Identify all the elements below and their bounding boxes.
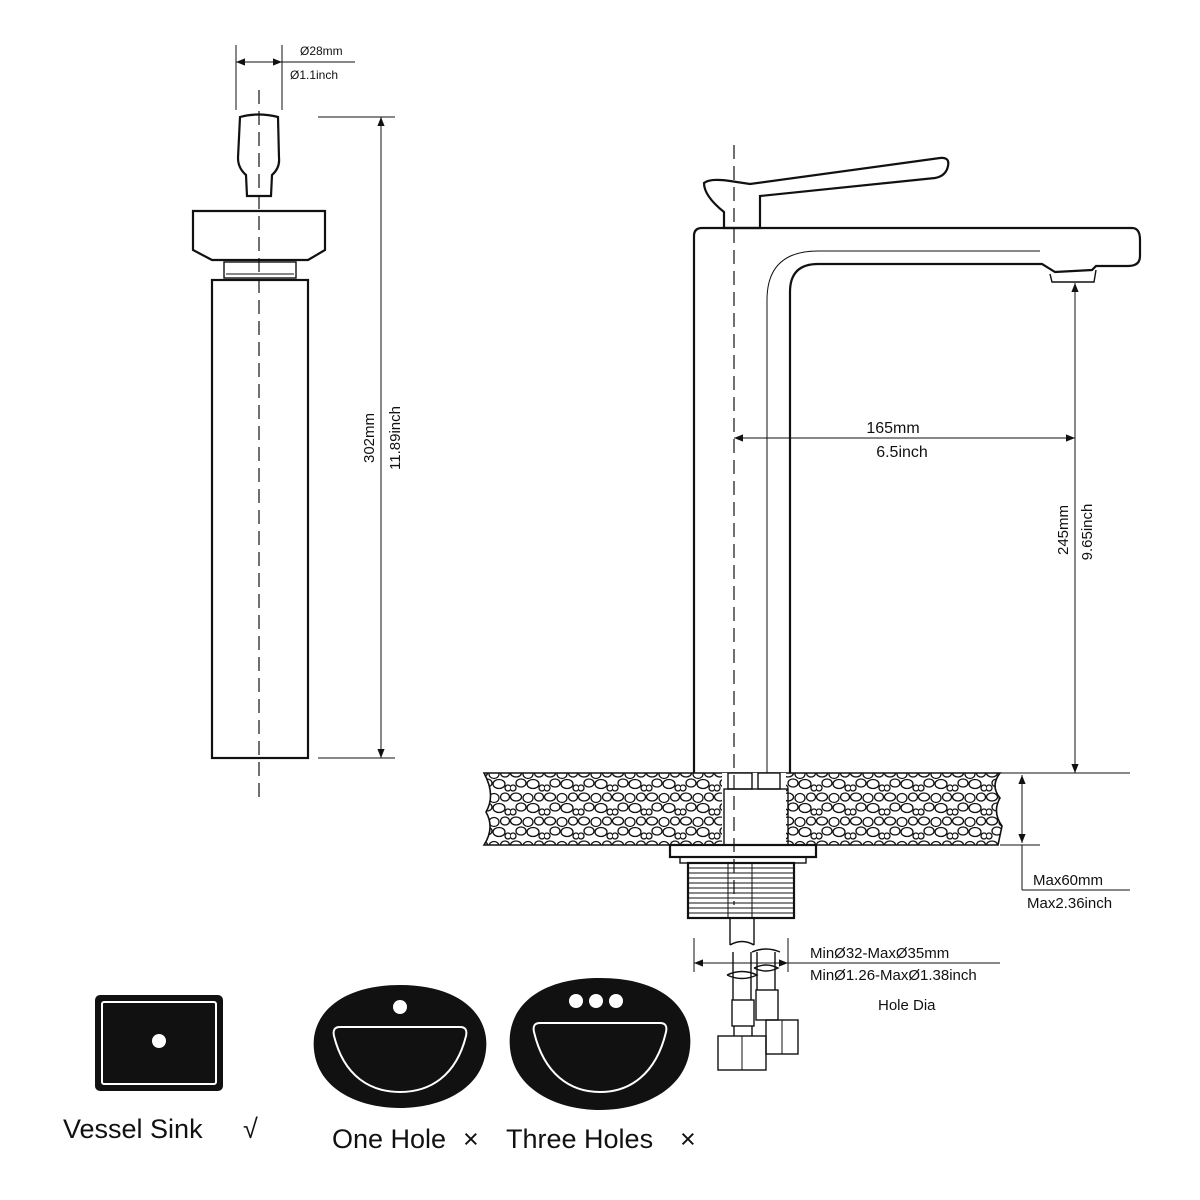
one-hole-sink-icon — [313, 985, 487, 1108]
front-aerator — [1049, 269, 1097, 283]
side-height-in: 11.89inch — [387, 406, 404, 470]
threaded-nut — [686, 861, 796, 920]
side-handle — [236, 113, 281, 198]
vessel-sink-label: Vessel Sink — [63, 1114, 203, 1144]
one-hole-mark: × — [463, 1124, 479, 1154]
hole-dia-label: Hole Dia — [878, 997, 936, 1014]
mount-plate — [668, 843, 818, 859]
front-body — [692, 226, 1142, 773]
side-width-in: Ø1.1inch — [290, 68, 338, 82]
hole-dia-mm: MinØ32-MaxØ35mm — [810, 945, 949, 962]
front-lever — [702, 156, 950, 230]
front-view: 165mm 6.5inch 245mm 9.65inch Max60mm Max… — [482, 145, 1142, 1071]
side-view: Ø28mm Ø1.1inch 302mm 11.89inch — [191, 44, 404, 800]
spout-height-in: 9.65inch — [1079, 504, 1096, 561]
side-cap — [191, 209, 327, 262]
vessel-sink-mark: √ — [243, 1114, 258, 1144]
sink-types: Vessel Sink √ One Hole × Three Holes × — [63, 978, 696, 1154]
side-body — [210, 278, 310, 760]
reach-in: 6.5inch — [876, 444, 928, 461]
deck-thickness-mm: Max60mm — [1033, 872, 1103, 889]
side-ring — [223, 261, 297, 279]
deck-thickness-in: Max2.36inch — [1027, 895, 1112, 912]
three-holes-label: Three Holes — [506, 1124, 653, 1154]
reach-mm: 165mm — [866, 420, 919, 437]
hole-dia-in: MinØ1.26-MaxØ1.38inch — [810, 967, 977, 984]
spout-height-mm: 245mm — [1055, 505, 1072, 555]
one-hole-label: One Hole — [332, 1124, 446, 1154]
vessel-sink-icon — [95, 995, 223, 1091]
three-hole-sink-icon — [509, 978, 691, 1110]
three-holes-mark: × — [680, 1124, 696, 1154]
side-height-mm: 302mm — [361, 413, 378, 463]
supply-hoses — [717, 918, 799, 1071]
side-width-mm: Ø28mm — [300, 44, 343, 58]
